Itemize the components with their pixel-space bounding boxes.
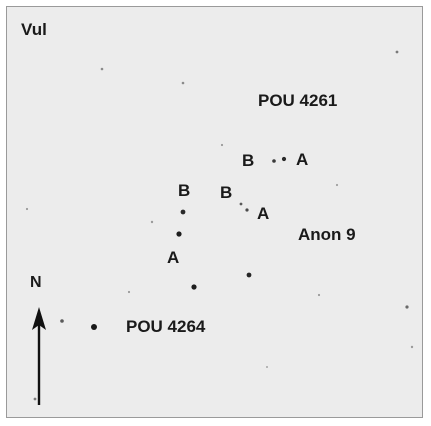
north-arrow-icon xyxy=(32,307,46,405)
faint-star xyxy=(266,366,268,368)
faint-star xyxy=(405,305,409,309)
star-field-svg xyxy=(25,50,414,405)
star-pou4264 xyxy=(91,324,97,330)
faint-star xyxy=(410,345,414,349)
pou4261-b-label: B xyxy=(242,151,255,170)
pou4261-label: POU 4261 xyxy=(258,91,338,110)
anon9-b-label: B xyxy=(220,183,233,202)
faint-star xyxy=(317,293,321,297)
faint-star xyxy=(395,50,399,54)
anon9-a-label: A xyxy=(257,204,270,223)
pair-a-label: A xyxy=(167,248,180,267)
star-pair-b xyxy=(180,209,186,215)
star-anon9-a xyxy=(245,208,249,212)
faint-star xyxy=(100,67,104,71)
star xyxy=(246,272,252,278)
faint-star xyxy=(220,143,224,147)
star-field-image: Vul POU 4261 B A B B A Anon 9 A N POU 42… xyxy=(6,6,423,418)
star-pou4261-b xyxy=(272,159,276,163)
anon9-label: Anon 9 xyxy=(298,225,356,244)
faint-star xyxy=(127,290,131,294)
pou4261-a-label: A xyxy=(296,150,309,169)
faint-star xyxy=(150,220,154,224)
pair-b-label: B xyxy=(178,181,191,200)
faint-star xyxy=(181,81,185,85)
star-anon9-b xyxy=(239,202,243,206)
star-pou4261-a xyxy=(281,156,287,162)
constellation-label: Vul xyxy=(21,20,47,39)
star-pair-a xyxy=(176,231,182,237)
faint-star xyxy=(60,319,64,323)
faint-star xyxy=(25,207,29,211)
faint-star xyxy=(335,183,339,187)
north-label: N xyxy=(30,274,42,291)
pou4264-label: POU 4264 xyxy=(126,317,206,336)
star xyxy=(191,284,197,290)
faint-star xyxy=(33,397,37,401)
